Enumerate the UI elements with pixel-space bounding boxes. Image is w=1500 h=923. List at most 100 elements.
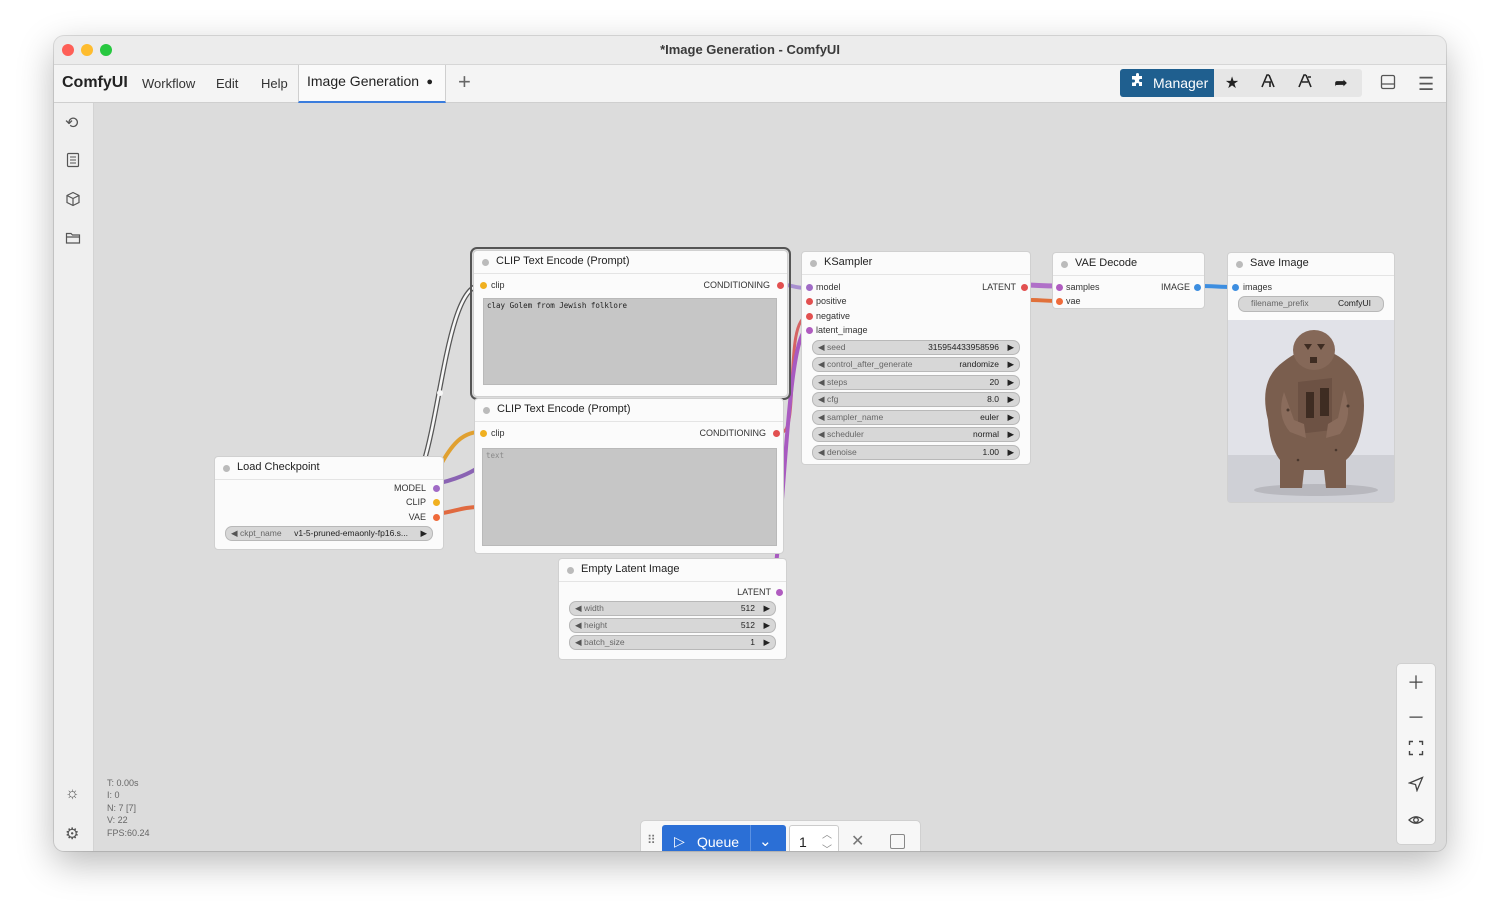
widget-steps[interactable]: ◀steps 20▶ [812, 375, 1020, 390]
widget-width[interactable]: ◀width 512▶ [569, 601, 776, 616]
widget-batch-size[interactable]: ◀batch_size 1▶ [569, 635, 776, 650]
widget-sampler-name[interactable]: ◀sampler_name euler▶ [812, 410, 1020, 425]
input-slot-samples[interactable] [1056, 284, 1063, 291]
queue-list-icon[interactable] [65, 152, 81, 173]
widget-seed[interactable]: ◀seed 315954433958596▶ [812, 340, 1020, 355]
collapse-dot[interactable] [567, 567, 574, 574]
node-clip-text-encode-negative[interactable]: CLIP Text Encode (Prompt) clip CONDITION… [474, 398, 784, 554]
chevron-down-icon[interactable]: ⌄ [759, 833, 772, 850]
input-slot-positive[interactable] [806, 298, 813, 305]
node-title-bar[interactable]: VAE Decode [1053, 253, 1204, 276]
close-window-button[interactable] [62, 44, 74, 56]
settings-gear-icon[interactable]: ⚙ [65, 826, 80, 843]
node-title: Save Image [1250, 257, 1309, 269]
cancel-icon[interactable]: ✕ [851, 833, 865, 850]
generated-image-preview[interactable] [1228, 320, 1394, 502]
collapse-dot[interactable] [223, 465, 230, 472]
prompt-textarea[interactable]: clay Golem from Jewish folklore [483, 298, 777, 385]
queue-button[interactable]: ▷ Queue ⌄ [662, 825, 786, 851]
drag-handle-icon[interactable]: ⠿ [647, 833, 656, 847]
stat-v: V: 22 [107, 815, 128, 826]
input-slot-negative[interactable] [806, 313, 813, 320]
unsaved-dot-icon[interactable]: ● [426, 76, 433, 88]
tab-image-generation[interactable]: Image Generation ● [298, 65, 446, 103]
node-ksampler[interactable]: KSampler model positive negative latent_… [801, 251, 1031, 465]
collapse-dot[interactable] [483, 407, 490, 414]
graph-canvas[interactable]: Load Checkpoint MODEL CLIP VAE ◀ ckpt_na… [94, 103, 1446, 851]
star-icon[interactable]: ★ [1224, 75, 1240, 92]
widget-control-after-generate[interactable]: ◀control_after_generate randomize▶ [812, 357, 1020, 372]
widget-denoise[interactable]: ◀denoise 1.00▶ [812, 445, 1020, 460]
node-clip-text-encode-positive[interactable]: CLIP Text Encode (Prompt) clip CONDITION… [470, 247, 791, 400]
input-slot-clip[interactable] [480, 430, 487, 437]
app-brand[interactable]: ComfyUI [62, 74, 128, 91]
widget-height[interactable]: ◀height 512▶ [569, 618, 776, 633]
theme-sun-icon[interactable]: ☼ [65, 785, 80, 802]
widget-filename-prefix[interactable]: filename_prefix ComfyUI [1238, 296, 1384, 312]
output-slot-latent[interactable] [1021, 284, 1028, 291]
widget-scheduler[interactable]: ◀scheduler normal▶ [812, 427, 1020, 442]
input-label-positive: positive [816, 296, 847, 306]
comfy-registry-alt-icon[interactable] [1293, 73, 1317, 94]
node-title-bar[interactable]: Load Checkpoint [215, 457, 443, 480]
input-slot-model[interactable] [806, 284, 813, 291]
output-slot-clip[interactable] [433, 499, 440, 506]
link-midpoint[interactable] [437, 390, 443, 396]
collapse-dot[interactable] [1061, 261, 1068, 268]
widget-label: width [584, 603, 604, 613]
workflows-folder-icon[interactable] [65, 230, 81, 251]
tab-label: Image Generation [307, 73, 420, 89]
input-slot-images[interactable] [1232, 284, 1239, 291]
node-title-bar[interactable]: Empty Latent Image [559, 559, 786, 582]
menu-edit[interactable]: Edit [216, 76, 239, 91]
batch-count-input[interactable]: 1 ︿ ﹀ [789, 825, 839, 851]
output-slot-conditioning[interactable] [773, 430, 780, 437]
model-library-icon[interactable] [65, 191, 81, 212]
input-label-vae: vae [1066, 296, 1081, 306]
manager-button[interactable]: Manager [1120, 69, 1214, 97]
output-slot-latent[interactable] [776, 589, 783, 596]
fit-view-icon[interactable] [1397, 740, 1435, 761]
zoom-in-icon[interactable]: ＋ [1407, 673, 1425, 693]
node-vae-decode[interactable]: VAE Decode samples vae IMAGE [1052, 252, 1205, 309]
history-icon[interactable]: ⟲ [65, 115, 79, 132]
output-slot-conditioning[interactable] [777, 282, 784, 289]
share-icon[interactable]: ➦ [1334, 75, 1348, 92]
hamburger-menu-icon[interactable]: ☰ [1418, 74, 1435, 94]
node-title-bar[interactable]: CLIP Text Encode (Prompt) [474, 251, 787, 274]
decrement-icon[interactable]: ﹀ [822, 845, 832, 851]
widget-value: normal [973, 429, 999, 439]
comfy-registry-icon[interactable] [1256, 73, 1280, 94]
zoom-out-icon[interactable]: － [1407, 708, 1425, 728]
widget-ckpt-name[interactable]: ◀ ckpt_name v1-5-pruned-emaonly-fp16.s..… [225, 526, 433, 541]
menu-help[interactable]: Help [261, 76, 288, 91]
node-empty-latent-image[interactable]: Empty Latent Image LATENT ◀width 512▶ ◀h… [558, 558, 787, 660]
zoom-window-button[interactable] [100, 44, 112, 56]
collapse-dot[interactable] [1236, 261, 1243, 268]
output-slot-vae[interactable] [433, 514, 440, 521]
menu-workflow[interactable]: Workflow [142, 76, 196, 91]
node-save-image[interactable]: Save Image images filename_prefix ComfyU… [1227, 252, 1395, 503]
node-title-bar[interactable]: KSampler [802, 252, 1030, 275]
input-slot-latent-image[interactable] [806, 327, 813, 334]
panel-icon[interactable] [1380, 74, 1396, 95]
widget-value: 315954433958596 [928, 342, 999, 352]
increment-icon[interactable]: ︿ [822, 830, 832, 841]
node-load-checkpoint[interactable]: Load Checkpoint MODEL CLIP VAE ◀ ckpt_na… [214, 456, 444, 550]
node-title-bar[interactable]: CLIP Text Encode (Prompt) [475, 399, 783, 422]
output-slot-model[interactable] [433, 485, 440, 492]
new-tab-button[interactable]: + [458, 69, 471, 94]
collapse-dot[interactable] [810, 260, 817, 267]
input-slot-vae[interactable] [1056, 298, 1063, 305]
widget-cfg[interactable]: ◀cfg 8.0▶ [812, 392, 1020, 407]
output-slot-image[interactable] [1194, 284, 1201, 291]
input-slot-clip[interactable] [480, 282, 487, 289]
collapse-dot[interactable] [482, 259, 489, 266]
select-mode-icon[interactable] [1397, 776, 1435, 797]
stop-icon[interactable] [890, 834, 905, 849]
node-title-bar[interactable]: Save Image [1228, 253, 1394, 276]
minimize-window-button[interactable] [81, 44, 93, 56]
stat-nodes: N: 7 [7] [107, 802, 137, 813]
toggle-links-icon[interactable] [1397, 812, 1435, 833]
negative-prompt-textarea[interactable]: text [482, 448, 777, 546]
